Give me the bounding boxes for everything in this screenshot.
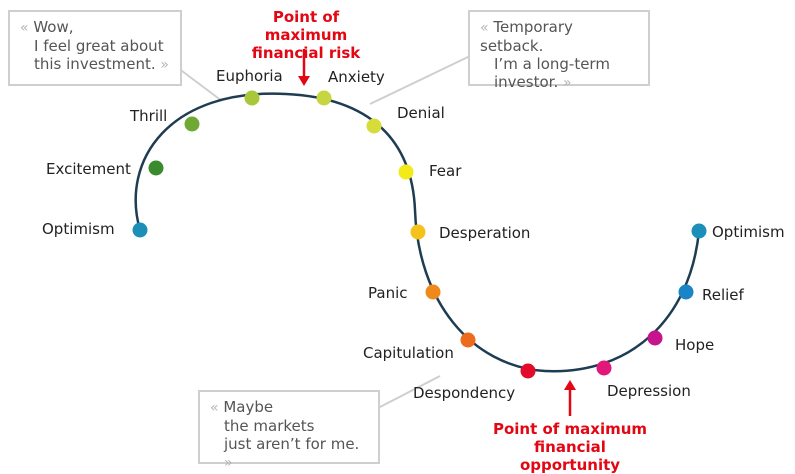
stage-dot-optimism-end <box>691 223 707 239</box>
stage-label-depression: Depression <box>607 382 691 400</box>
bubble-anxiety-quote: « Temporary setback. I’m a long-term inv… <box>468 10 650 91</box>
stage-label-optimism-end: Optimism <box>712 223 785 241</box>
bubble-euphoria-line1: Wow, <box>33 18 74 36</box>
close-quote-icon: » <box>563 75 572 91</box>
bubble-anxiety-line2: I’m a long-term <box>494 55 610 73</box>
stage-label-denial: Denial <box>397 104 445 122</box>
bubble-pointer-despondency <box>377 375 441 409</box>
emotion-cycle-curve <box>134 92 701 373</box>
open-quote-icon: « <box>210 400 219 416</box>
close-quote-icon: » <box>160 57 169 73</box>
stage-label-euphoria: Euphoria <box>216 67 283 85</box>
bubble-euphoria-line2: I feel great about <box>34 37 164 55</box>
stage-label-panic: Panic <box>368 284 408 302</box>
bubble-pointer-euphoria <box>177 67 223 102</box>
stage-dot-relief <box>678 284 694 300</box>
close-quote-icon: » <box>224 455 233 471</box>
stage-dot-desperation <box>410 224 426 240</box>
open-quote-icon: « <box>480 20 489 36</box>
stage-dot-thrill <box>184 116 200 132</box>
max-risk-callout: Point of maximum financial risk <box>244 8 368 62</box>
stage-dot-euphoria <box>244 90 260 106</box>
bubble-pointer-anxiety <box>369 55 471 105</box>
stage-dot-despondency <box>520 363 536 379</box>
stage-label-anxiety: Anxiety <box>328 68 385 86</box>
stage-label-hope: Hope <box>675 336 715 354</box>
bubble-anxiety-line1: Temporary setback. <box>480 18 573 55</box>
stage-label-despondency: Despondency <box>413 384 516 402</box>
bubble-euphoria-line3: this investment. <box>34 55 156 73</box>
max-risk-line2: financial risk <box>251 44 361 62</box>
stage-dot-capitulation <box>460 332 476 348</box>
stage-dot-denial <box>366 118 382 134</box>
stage-dot-anxiety <box>316 90 332 106</box>
max-risk-line1: Point of maximum <box>264 8 348 44</box>
max-opportunity-callout: Point of maximum financial opportunity <box>488 420 652 474</box>
stage-label-desperation: Desperation <box>439 224 531 242</box>
stage-dot-hope <box>647 330 663 346</box>
bubble-despondency-line3: just aren’t for me. <box>224 435 360 453</box>
max-opportunity-line2: financial opportunity <box>519 438 621 474</box>
stage-dot-depression <box>596 360 612 376</box>
bubble-despondency-line2: the markets <box>224 417 315 435</box>
stage-dot-excitement <box>148 160 164 176</box>
stage-label-thrill: Thrill <box>130 107 168 125</box>
bubble-despondency-line1: Maybe <box>223 398 274 416</box>
bubble-euphoria-quote: « Wow, I feel great about this investmen… <box>8 10 182 86</box>
opportunity-arrowhead <box>564 380 576 390</box>
stage-label-fear: Fear <box>429 162 462 180</box>
stage-dot-optimism-start <box>132 222 148 238</box>
stage-dot-fear <box>398 164 414 180</box>
open-quote-icon: « <box>20 20 29 36</box>
stage-label-relief: Relief <box>702 286 744 304</box>
stage-label-excitement: Excitement <box>46 160 131 178</box>
risk-arrowhead <box>298 76 310 86</box>
bubble-despondency-quote: « Maybe the markets just aren’t for me. … <box>198 390 380 471</box>
stage-label-optimism-start: Optimism <box>42 220 115 238</box>
stage-label-capitulation: Capitulation <box>363 344 454 362</box>
max-opportunity-line1: Point of maximum <box>492 420 648 438</box>
bubble-anxiety-line3: investor. <box>494 73 559 91</box>
stage-dot-panic <box>425 284 441 300</box>
